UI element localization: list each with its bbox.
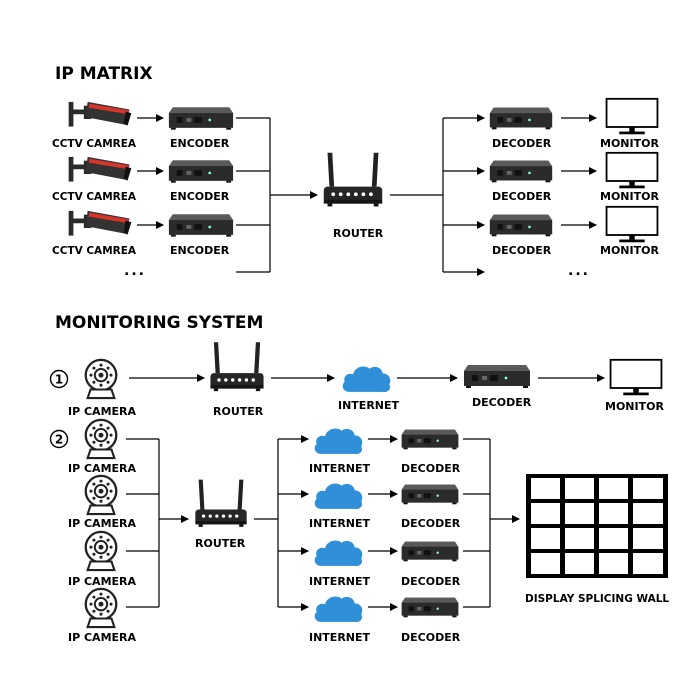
scenario-1-badge: [49, 369, 69, 389]
ip-camera-icon: [84, 474, 118, 516]
internet-bus: [254, 439, 279, 607]
monitor-icon: [605, 97, 659, 136]
more-cameras-ellipsis: ...: [124, 263, 146, 279]
cctv-camera-icon: [68, 156, 132, 182]
scenario-2-number: 2: [55, 433, 63, 447]
ip-camera-label: IP CAMERA: [68, 575, 137, 588]
decoder-bus: [463, 438, 491, 608]
decoder-label: DECODER: [492, 137, 552, 150]
ip-camera-label: IP CAMERA: [68, 631, 137, 644]
decoder-icon: [401, 597, 459, 618]
decoder-bus: [390, 118, 444, 272]
monitor-label: MONITOR: [605, 400, 664, 413]
ip-camera-icon: [84, 587, 118, 629]
ip-camera-label: IP CAMERA: [68, 462, 137, 475]
monitoring-system-title: MONITORING SYSTEM: [55, 313, 263, 333]
monitor-label: MONITOR: [600, 137, 659, 150]
ip-matrix-title: IP MATRIX: [55, 64, 153, 84]
decoder-icon: [489, 214, 553, 237]
cloud-icon: [314, 540, 363, 567]
internet-label: INTERNET: [309, 631, 371, 644]
router-icon: [323, 152, 383, 207]
monitor-icon: [609, 358, 663, 397]
decoder-label: DECODER: [401, 575, 461, 588]
ip-camera-label: IP CAMERA: [68, 517, 137, 530]
cloud-icon: [314, 483, 363, 510]
camera-label: CCTV CAMREA: [52, 138, 137, 150]
router-label: ROUTER: [213, 405, 264, 418]
scenario-1-number: 1: [55, 373, 63, 387]
encoder-label: ENCODER: [170, 137, 230, 150]
monitor-icon: [605, 151, 659, 190]
router-icon: [210, 342, 264, 392]
cctv-camera-icon: [68, 210, 132, 236]
ip-camera-icon: [84, 358, 118, 400]
encoder-label: ENCODER: [170, 244, 230, 257]
encoder-icon: [168, 160, 234, 183]
more-decoders-ellipsis: ...: [568, 263, 590, 279]
monitor-label: MONITOR: [600, 190, 659, 203]
cloud-icon: [342, 366, 391, 393]
internet-label: INTERNET: [309, 517, 371, 530]
router-icon: [195, 479, 247, 527]
internet-label: INTERNET: [309, 462, 371, 475]
encoder-label: ENCODER: [170, 190, 230, 203]
router-label: ROUTER: [195, 537, 246, 550]
internet-label: INTERNET: [338, 399, 400, 412]
monitor-icon: [605, 205, 659, 244]
encoder-bus: [236, 117, 271, 273]
encoder-icon: [168, 214, 234, 237]
decoder-label: DECODER: [492, 244, 552, 257]
decoder-icon: [401, 484, 459, 505]
decoder-icon: [401, 541, 459, 562]
decoder-label: DECODER: [401, 631, 461, 644]
camera-label: CCTV CAMREA: [52, 191, 137, 203]
decoder-label: DECODER: [472, 396, 532, 409]
monitor-label: MONITOR: [600, 244, 659, 257]
decoder-label: DECODER: [492, 190, 552, 203]
router-label: ROUTER: [333, 227, 384, 240]
ip-camera-label: IP CAMERA: [68, 405, 137, 418]
cloud-icon: [314, 596, 363, 623]
display-wall-icon: [526, 474, 668, 578]
decoder-icon: [489, 107, 553, 130]
decoder-label: DECODER: [401, 517, 461, 530]
ip-camera-icon: [84, 418, 118, 460]
display-wall-label: DISPLAY SPLICING WALL: [525, 593, 669, 605]
camera-bus: [126, 438, 160, 608]
decoder-icon: [489, 160, 553, 183]
scenario-2-badge: [49, 429, 69, 449]
encoder-icon: [168, 107, 234, 130]
decoder-icon: [401, 429, 459, 450]
decoder-icon: [464, 365, 530, 388]
decoder-label: DECODER: [401, 462, 461, 475]
cloud-icon: [314, 428, 363, 455]
internet-label: INTERNET: [309, 575, 371, 588]
cctv-camera-icon: [68, 101, 132, 127]
ip-camera-icon: [84, 530, 118, 572]
camera-label: CCTV CAMREA: [52, 245, 137, 257]
